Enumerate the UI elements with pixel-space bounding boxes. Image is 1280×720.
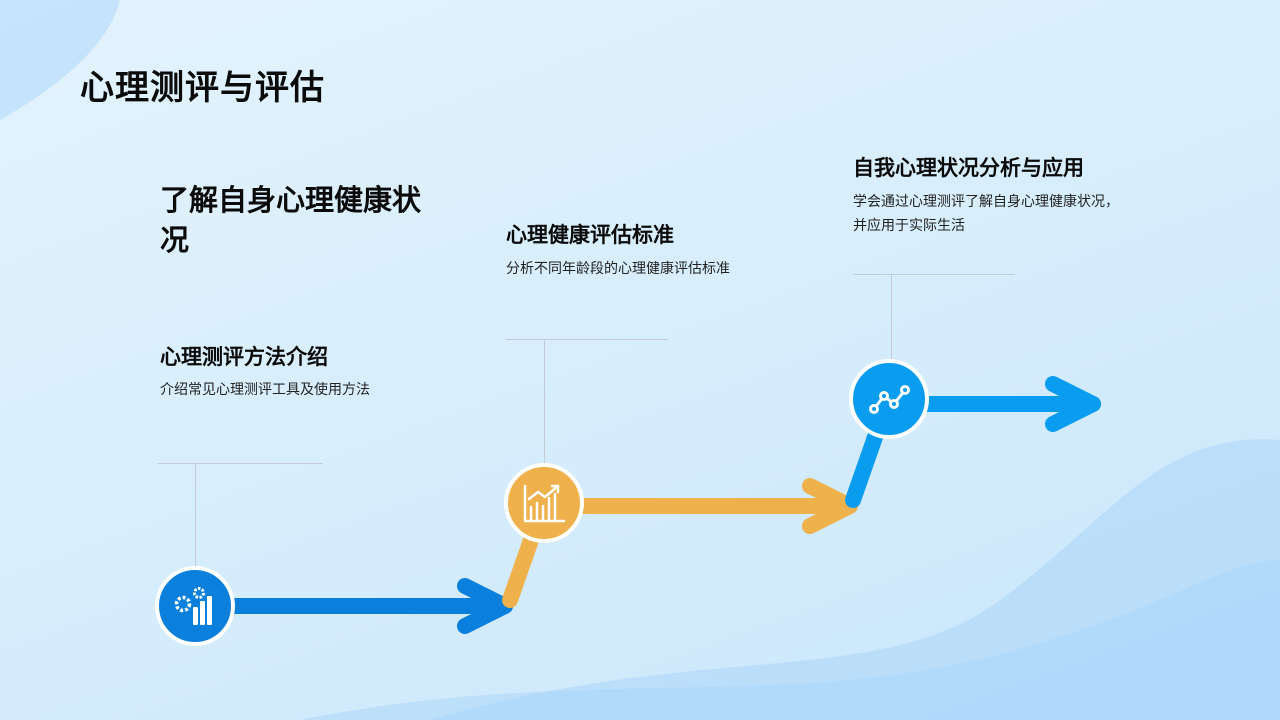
growth-chart-icon <box>523 484 566 523</box>
step-2-desc: 分析不同年龄段的心理健康评估标准 <box>506 261 730 277</box>
step-1-heading: 心理测评方法介绍 <box>160 345 328 369</box>
step-3-heading: 自我心理状况分析与应用 <box>853 156 1084 180</box>
line-graph-icon <box>869 385 910 414</box>
step-2-connector <box>544 339 545 465</box>
step-1-desc: 介绍常见心理测评工具及使用方法 <box>160 382 370 398</box>
step-3-arrow-head <box>1045 376 1101 432</box>
slide-title: 心理测评与评估 <box>80 68 325 108</box>
step-3-node <box>849 359 929 439</box>
step-2-node <box>504 463 584 543</box>
step-2-divider <box>506 339 668 340</box>
step-3-desc: 学会通过心理测评了解自身心理健康状况，并应用于实际生活 <box>853 194 1119 234</box>
step-2-heading: 心理健康评估标准 <box>506 223 674 247</box>
intro-heading: 了解自身心理健康状况 <box>160 183 422 257</box>
step-1-connector <box>195 463 196 571</box>
gears-bar-chart-icon <box>174 587 212 625</box>
step-3-connector <box>891 274 892 364</box>
step-1-node <box>155 566 235 646</box>
step-3-divider <box>853 274 1015 275</box>
step-1-divider <box>158 463 323 464</box>
